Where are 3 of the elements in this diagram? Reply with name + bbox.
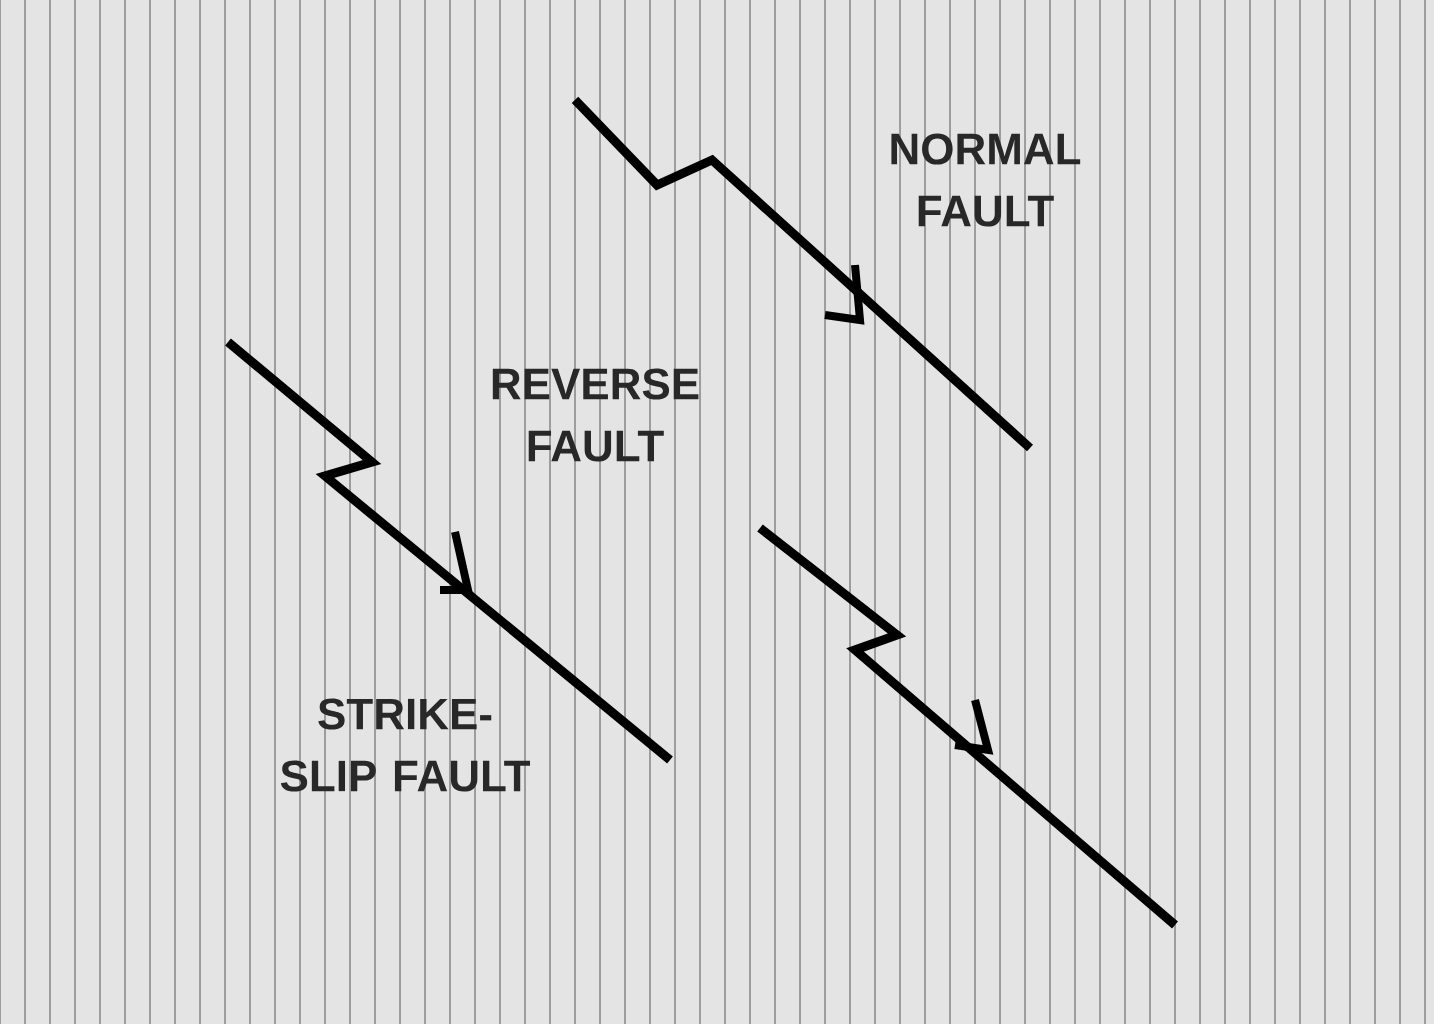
- fault-label: REVERSE FAULT: [492, 368, 699, 462]
- fault-label: NORMAL FAULT: [891, 133, 1081, 227]
- fault-label: STRIKE-SLIP FAULT: [280, 698, 530, 792]
